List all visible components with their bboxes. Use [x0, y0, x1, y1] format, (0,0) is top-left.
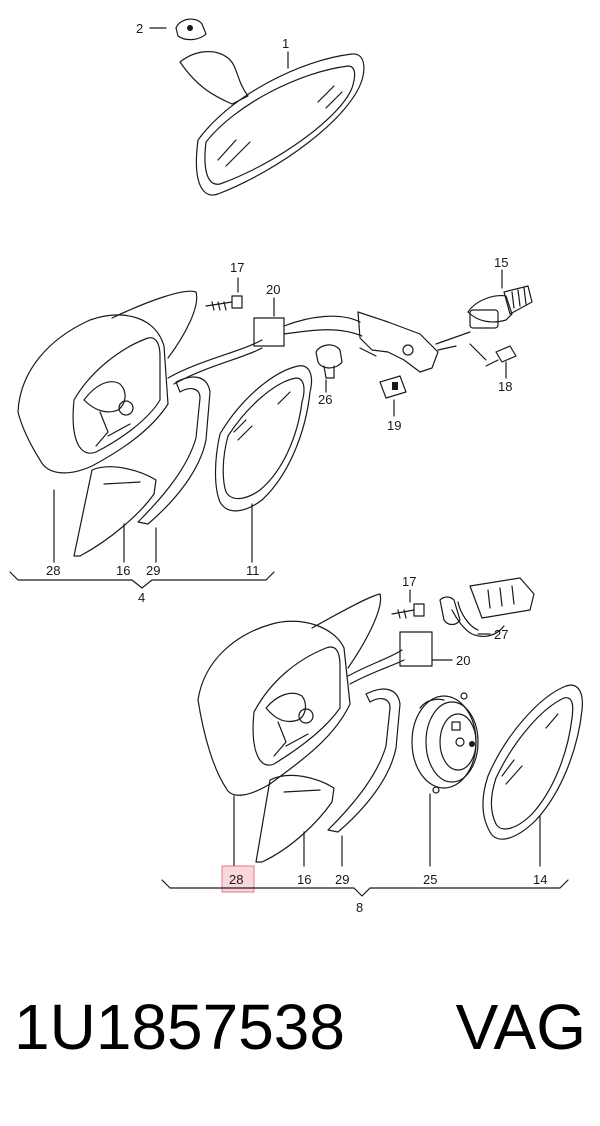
callout-2: 2 — [136, 21, 143, 36]
callout-1: 1 — [282, 36, 289, 51]
screw-17-bottom — [391, 603, 425, 619]
interior-mirror — [179, 51, 365, 196]
callout-20-bottom: 20 — [456, 653, 470, 668]
parts-diagram: 1 2 — [9, 18, 583, 915]
screw-17-mid — [205, 295, 243, 311]
callout-20-mid: 20 — [266, 282, 280, 297]
lamp-26 — [315, 344, 343, 379]
part-number: 1U1857538 — [14, 991, 345, 1063]
callout-group-8: 8 — [356, 900, 363, 915]
wiring-harness-4 — [167, 311, 471, 385]
mirror-glass-11 — [214, 365, 313, 512]
mirror-glass-backing-16 — [73, 466, 157, 557]
callout-16-bottom: 16 — [297, 872, 311, 887]
mirror-glass-14 — [482, 684, 583, 840]
callout-group-4: 4 — [138, 590, 145, 605]
callout-14: 14 — [533, 872, 547, 887]
motor-25 — [411, 692, 479, 794]
callout-27: 27 — [494, 627, 508, 642]
callout-29-mid: 29 — [146, 563, 160, 578]
manufacturer: VAG — [455, 991, 586, 1063]
connector-19 — [379, 375, 407, 399]
screw-18 — [485, 345, 517, 367]
callout-26: 26 — [318, 392, 332, 407]
callout-18: 18 — [498, 379, 512, 394]
callout-25: 25 — [423, 872, 437, 887]
wiring-harness-8 — [347, 577, 535, 685]
callout-16-mid: 16 — [116, 563, 130, 578]
bulb-holder-15 — [467, 285, 533, 329]
group-bracket-8 — [161, 879, 569, 897]
callout-17-mid: 17 — [230, 260, 244, 275]
callout-19: 19 — [387, 418, 401, 433]
mirror-mount-clip — [175, 18, 207, 41]
callout-11: 11 — [246, 563, 260, 578]
mirror-housing-8 — [197, 593, 382, 796]
group-bracket-4 — [9, 571, 275, 589]
callout-28-bottom: 28 — [229, 872, 243, 887]
callout-15: 15 — [494, 255, 508, 270]
mirror-glass-backing-16-b — [255, 774, 335, 863]
callout-28-mid: 28 — [46, 563, 60, 578]
trim-strip-29-b — [327, 688, 401, 833]
callout-17-bottom: 17 — [402, 574, 416, 589]
trim-strip-29 — [137, 376, 211, 525]
callout-29-bottom: 29 — [335, 872, 349, 887]
mirror-housing-4 — [17, 290, 198, 474]
